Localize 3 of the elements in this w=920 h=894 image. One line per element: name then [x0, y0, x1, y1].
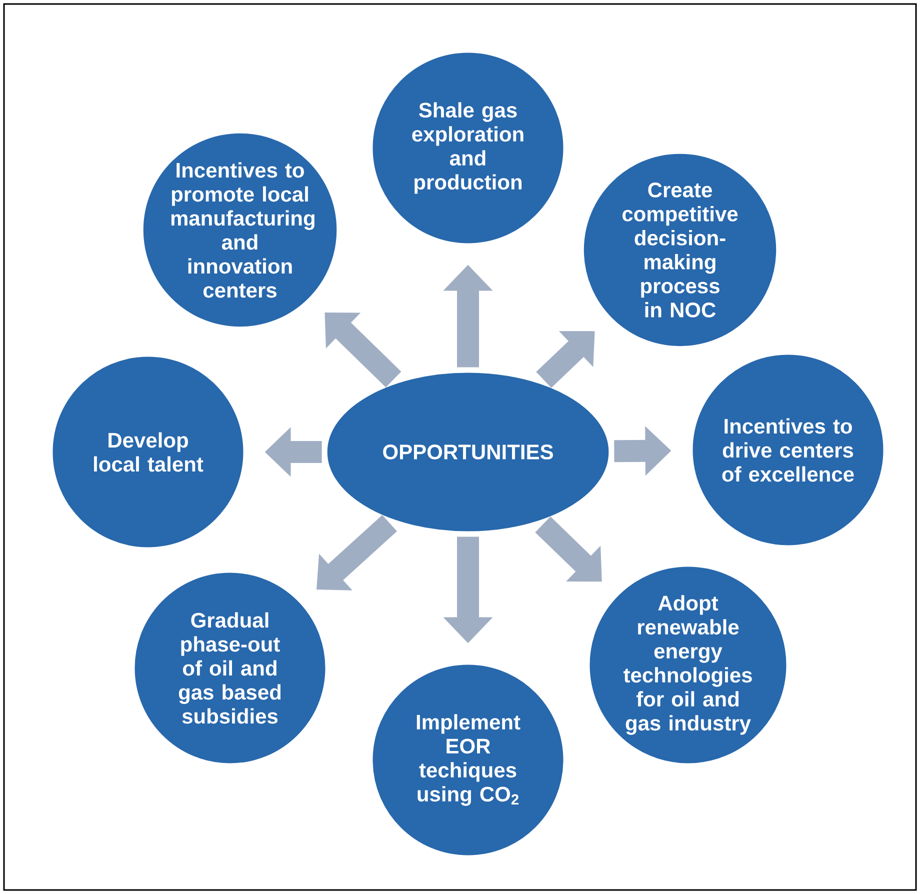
block-arrow [536, 331, 595, 388]
block-arrow [316, 515, 398, 590]
block-arrow [535, 516, 602, 582]
